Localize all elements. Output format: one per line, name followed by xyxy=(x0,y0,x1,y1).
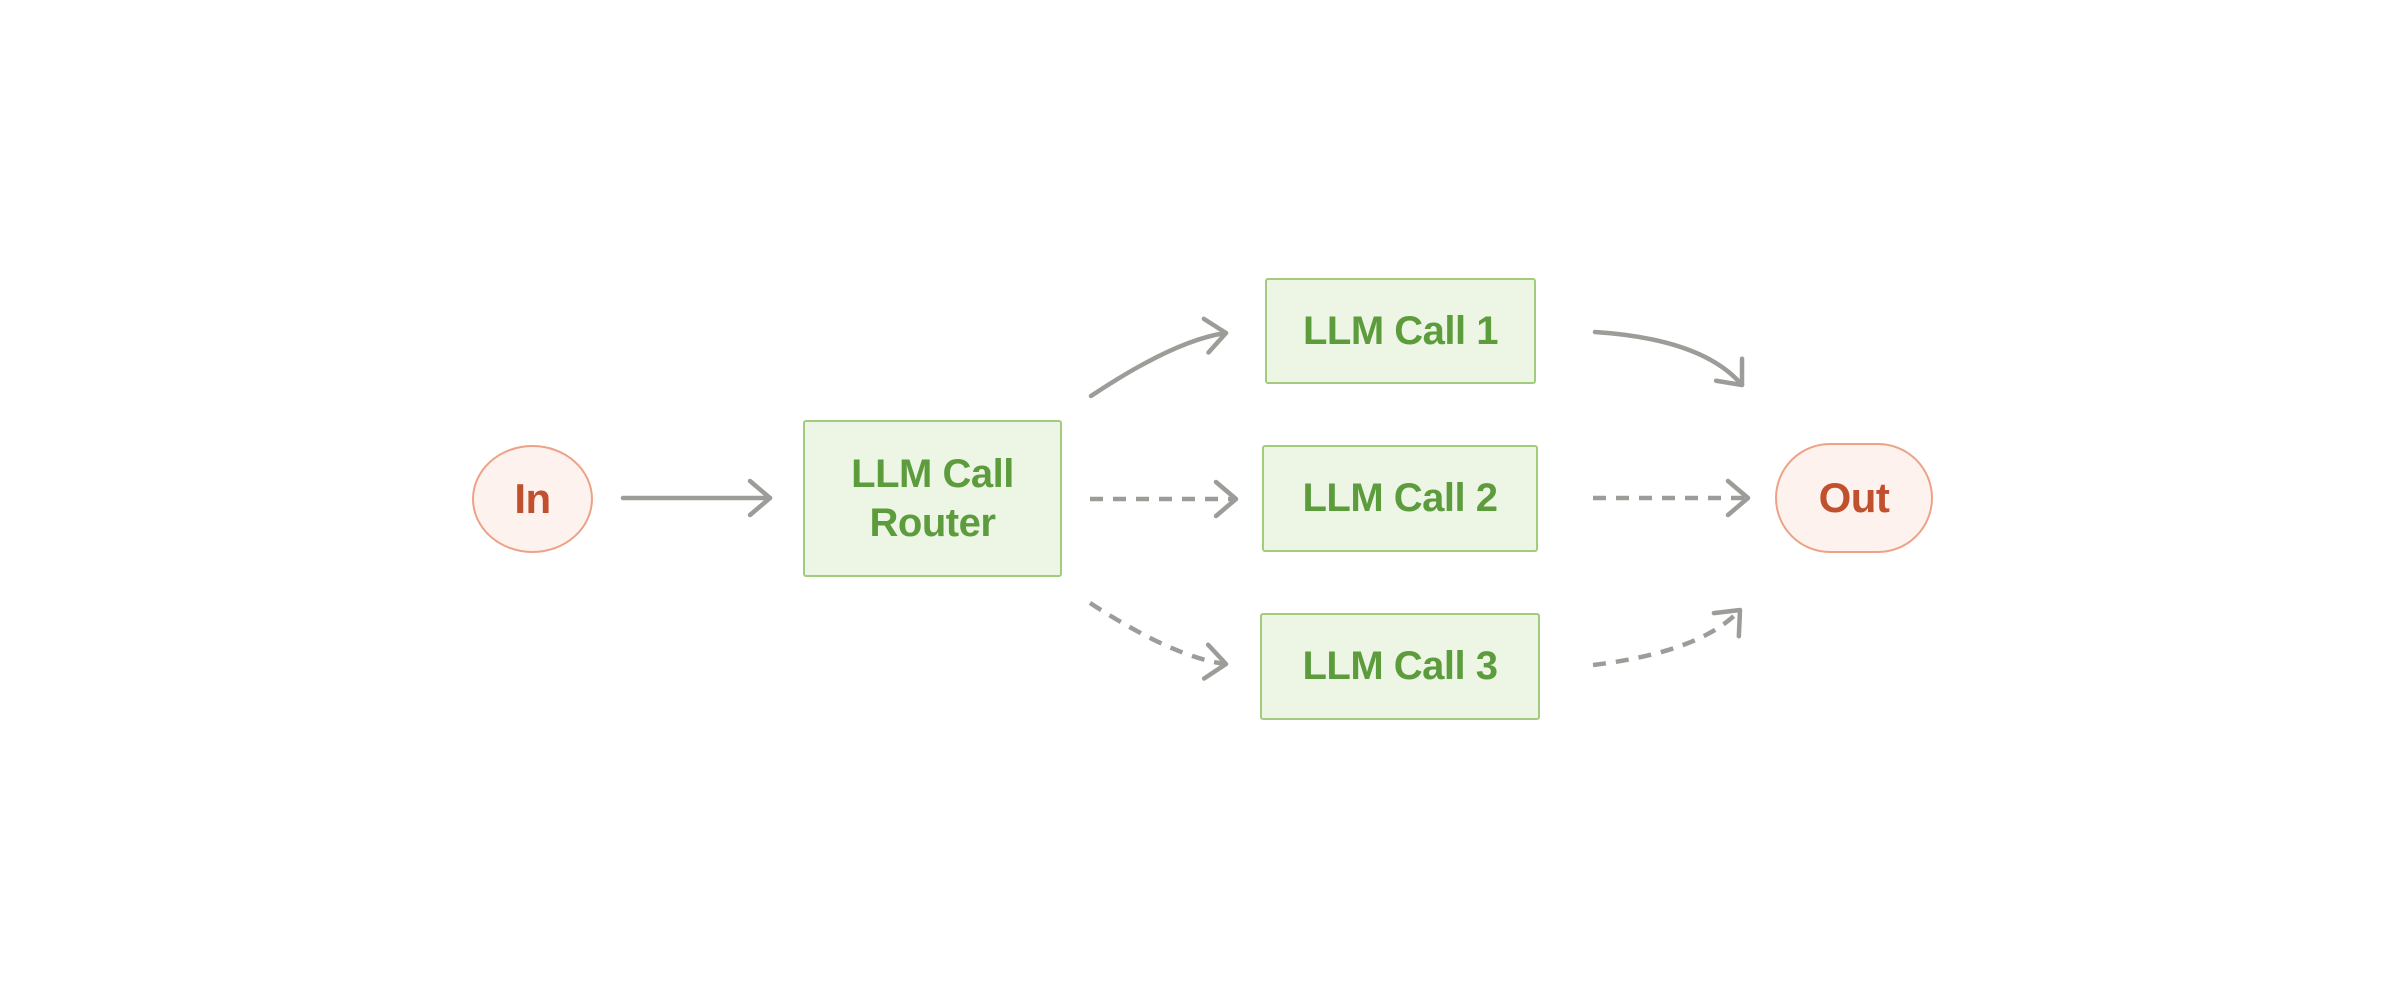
node-llm-call-router: LLM Call Router xyxy=(803,420,1062,577)
node-llm-call-3: LLM Call 3 xyxy=(1260,613,1540,720)
node-out-label: Out xyxy=(1818,474,1890,522)
node-llm-call-1-label: LLM Call 1 xyxy=(1302,308,1499,353)
edge-router-to-llm-call-3 xyxy=(1088,601,1229,681)
node-in-label: In xyxy=(514,475,551,523)
node-llm-call-1: LLM Call 1 xyxy=(1265,278,1536,384)
node-llm-call-3-label: LLM Call 3 xyxy=(1302,644,1498,689)
node-llm-call-router-label: LLM Call Router xyxy=(851,451,1014,545)
node-out: Out xyxy=(1775,443,1933,553)
node-llm-call-2-label: LLM Call 2 xyxy=(1302,476,1498,521)
edge-router-to-llm-call-1 xyxy=(1088,316,1229,399)
edge-llm-call-3-to-out xyxy=(1592,607,1743,668)
node-in: In xyxy=(472,445,593,553)
node-llm-call-2: LLM Call 2 xyxy=(1262,445,1538,552)
edge-llm-call-1-to-out xyxy=(1592,329,1745,388)
